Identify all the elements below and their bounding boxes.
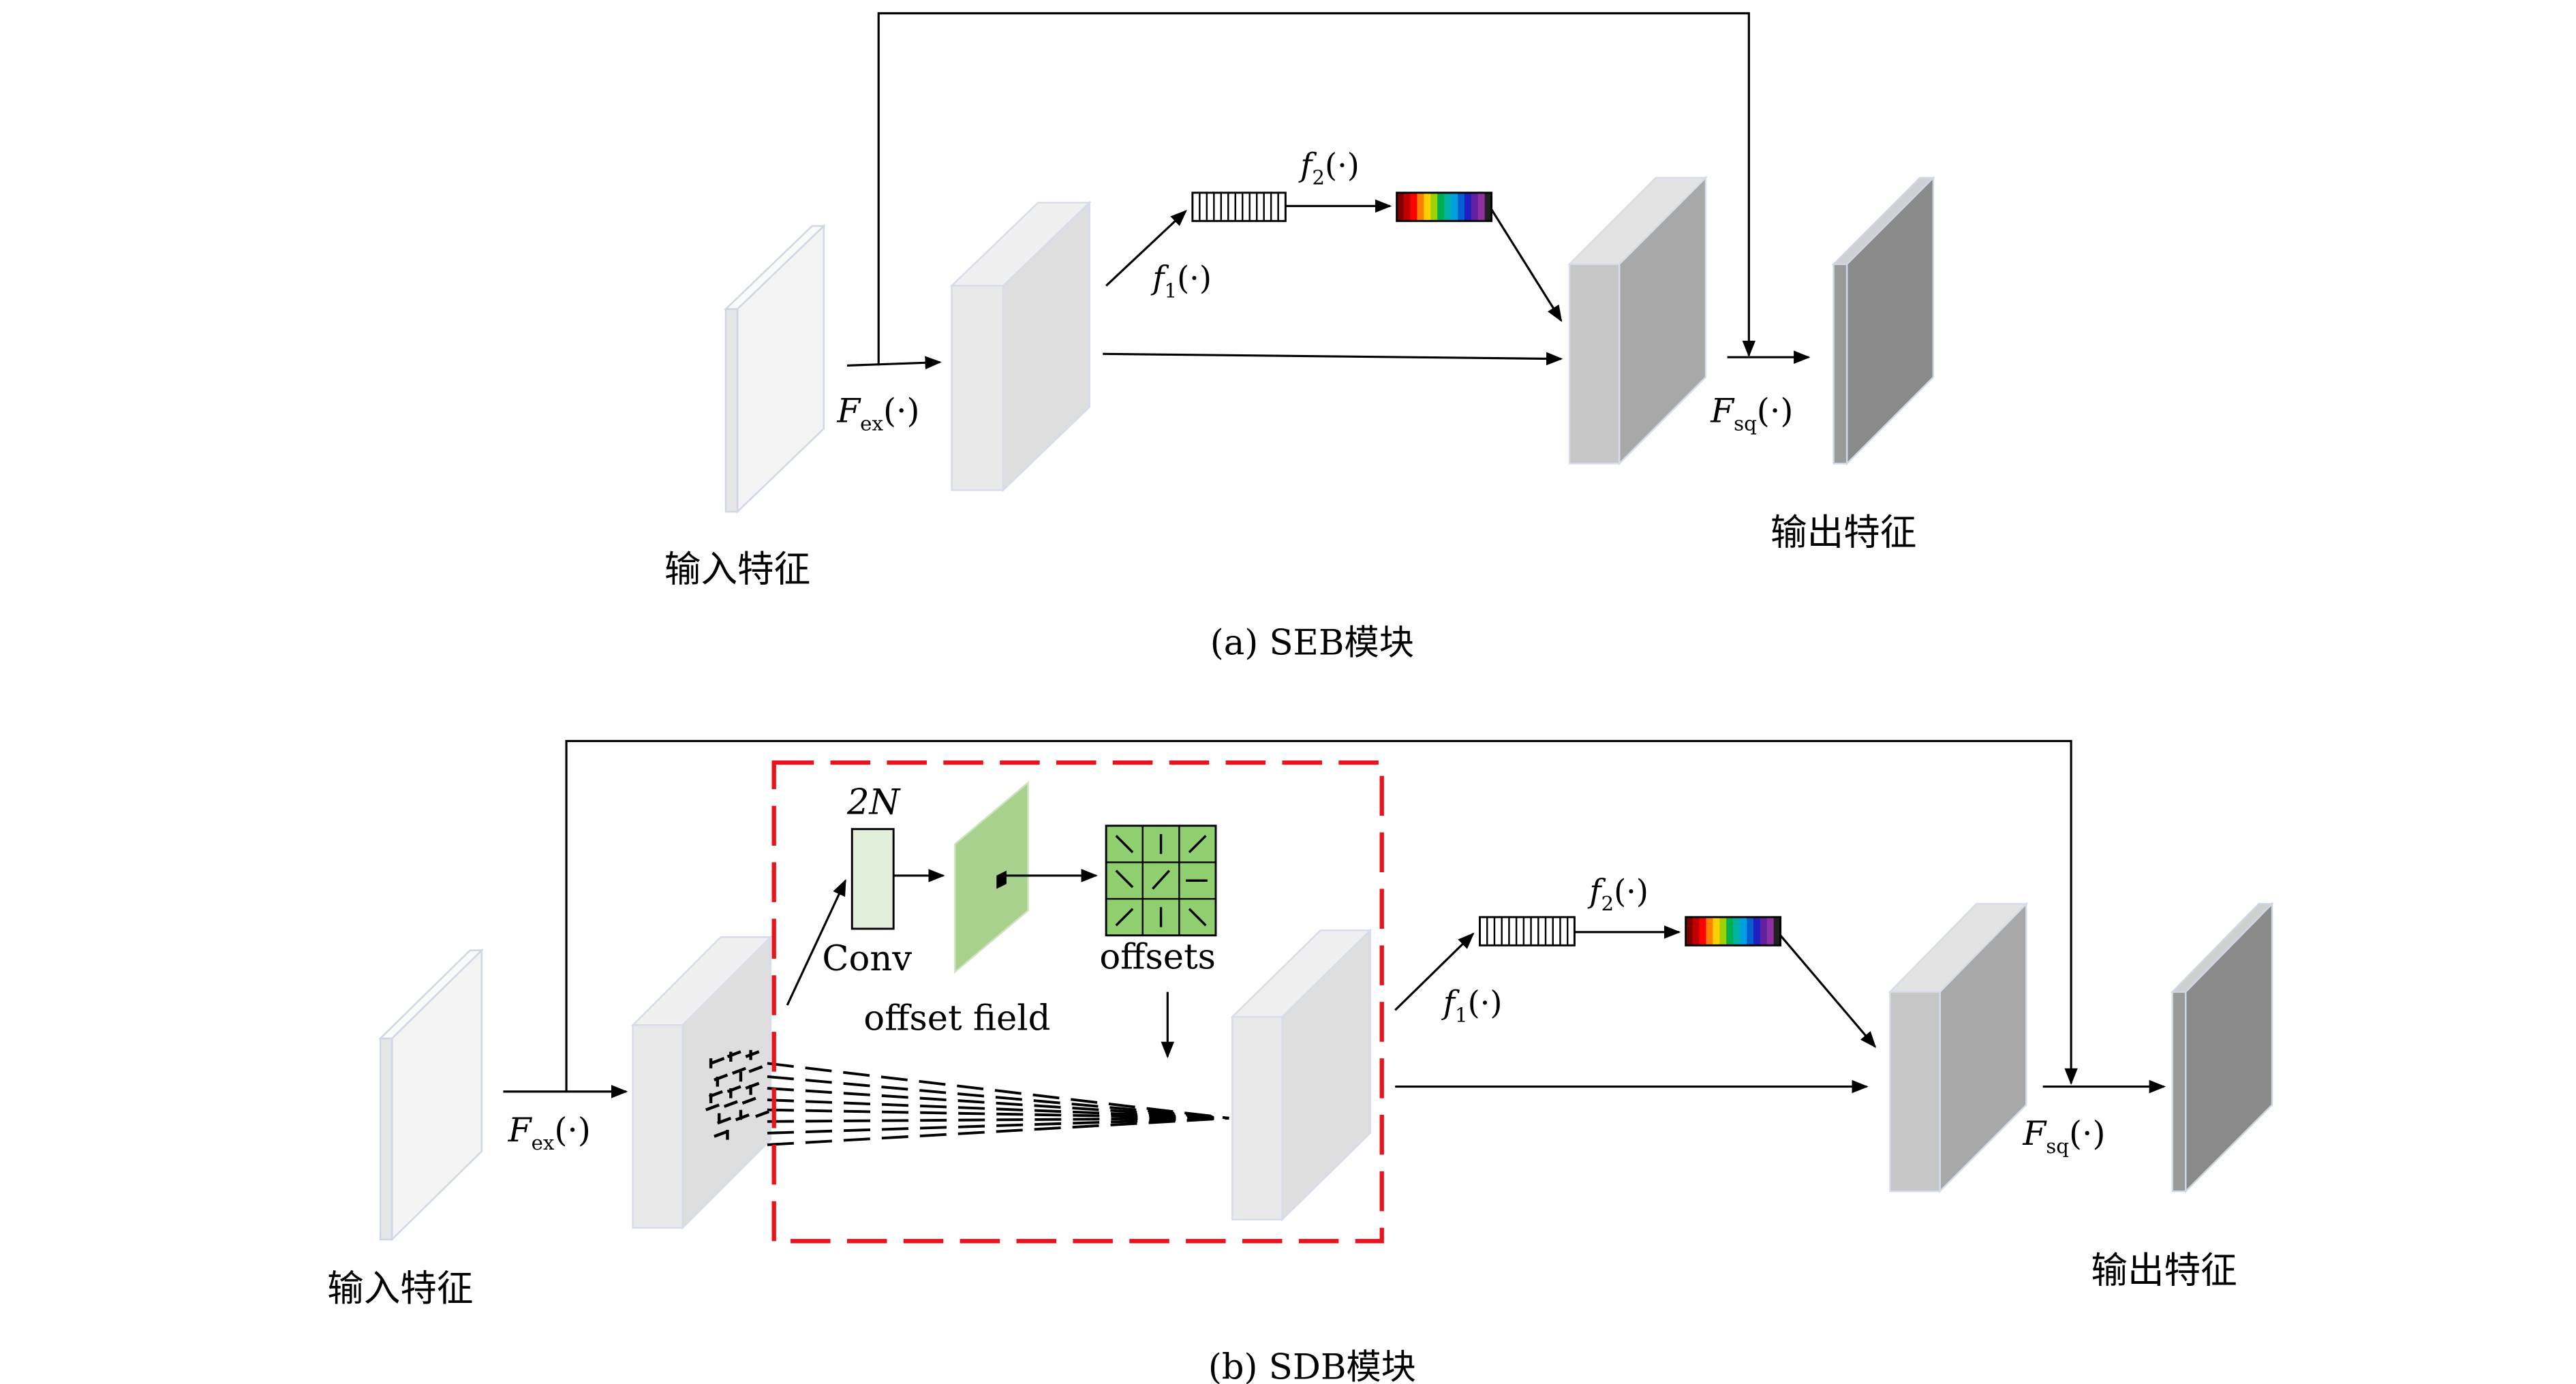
fex-label-a: Fex(·)	[836, 392, 919, 435]
feature-block-a	[949, 200, 1092, 493]
deform-output-block	[1230, 928, 1373, 1222]
rainbow-stripe	[1706, 917, 1714, 946]
rainbow-stripe	[1403, 192, 1411, 221]
rainbow-stripe	[1471, 192, 1479, 221]
fsq-label-b: Fsq(·)	[2022, 1115, 2105, 1158]
rainbow-stripe	[1719, 917, 1727, 946]
conv-label: Conv	[822, 938, 912, 979]
input-label-a: 输入特征	[664, 547, 810, 590]
offset-field-plane	[954, 780, 1029, 974]
squeeze-vector-a	[1191, 191, 1287, 222]
arrows-b	[503, 739, 2166, 1098]
conv-channels-label: 2N	[846, 782, 902, 823]
rainbow-stripe	[1410, 192, 1418, 221]
panel-a: f2(·) f1(·) Fex(·) Fsq(·) 输入特征 输出特征 (a) …	[664, 12, 1935, 664]
rainbow-stripe	[1451, 192, 1458, 221]
rainbow-stripe	[1699, 917, 1707, 946]
rainbow-stripe	[1484, 192, 1492, 221]
rainbow-stripe	[1726, 917, 1734, 946]
f1-label-a: f1(·)	[1150, 260, 1212, 302]
f1-label-b: f1(·)	[1441, 984, 1503, 1026]
f2-label-a: f2(·)	[1298, 147, 1360, 189]
rainbow-stripe	[1740, 917, 1747, 946]
rainbow-stripe	[1464, 192, 1472, 221]
deformable-region-box	[771, 760, 1384, 1244]
input-label-b: 输入特征	[327, 1267, 473, 1310]
input-feature-slab-b	[378, 948, 484, 1242]
sampling-lines	[767, 1062, 1229, 1146]
feature-block-b	[630, 935, 773, 1230]
rainbow-stripe	[1733, 917, 1741, 946]
rainbow-stripe	[1773, 917, 1781, 946]
excitation-vector-b	[1685, 916, 1782, 947]
offsets-grid	[1105, 825, 1217, 937]
fex-label-b: Fex(·)	[508, 1111, 591, 1154]
output-feature-slab-b	[2170, 902, 2274, 1194]
panel-b: 2N Conv offset field offsets	[327, 739, 2274, 1384]
conv-box	[850, 828, 895, 930]
rainbow-stripe	[1457, 192, 1465, 221]
rainbow-stripe	[1753, 917, 1761, 946]
sampling-points-cluster	[705, 1049, 770, 1140]
scaled-block-a	[1567, 175, 1708, 466]
rainbow-stripe	[1713, 917, 1721, 946]
output-label-b: 输出特征	[2091, 1248, 2237, 1291]
fsq-label-a: Fsq(·)	[1710, 392, 1793, 435]
rainbow-stripe	[1424, 192, 1431, 221]
excitation-vector-a	[1396, 191, 1493, 222]
arrows-a	[846, 12, 1811, 370]
input-feature-slab-a	[724, 224, 826, 514]
rainbow-stripe	[1760, 917, 1768, 946]
rainbow-stripe	[1417, 192, 1425, 221]
squeeze-vector-b	[1479, 916, 1576, 947]
rainbow-stripe	[1396, 192, 1405, 221]
rainbow-stripe	[1746, 917, 1754, 946]
offset-field-label: offset field	[863, 998, 1050, 1039]
output-label-a: 输出特征	[1770, 511, 1916, 554]
output-feature-slab-a	[1831, 175, 1935, 466]
rainbow-stripe	[1685, 917, 1693, 946]
f2-label-b: f2(·)	[1587, 873, 1649, 915]
caption-a: (a) SEB模块	[1210, 623, 1414, 664]
rainbow-stripe	[1430, 192, 1438, 221]
rainbow-stripe	[1477, 192, 1486, 221]
rainbow-stripe	[1437, 192, 1445, 221]
rainbow-stripe	[1444, 192, 1452, 221]
rainbow-stripe	[1692, 917, 1700, 946]
caption-b: (b) SDB模块	[1208, 1347, 1416, 1384]
rainbow-stripe	[1766, 917, 1775, 946]
scaled-block-b	[1888, 902, 2029, 1194]
offsets-label: offsets	[1099, 936, 1216, 977]
